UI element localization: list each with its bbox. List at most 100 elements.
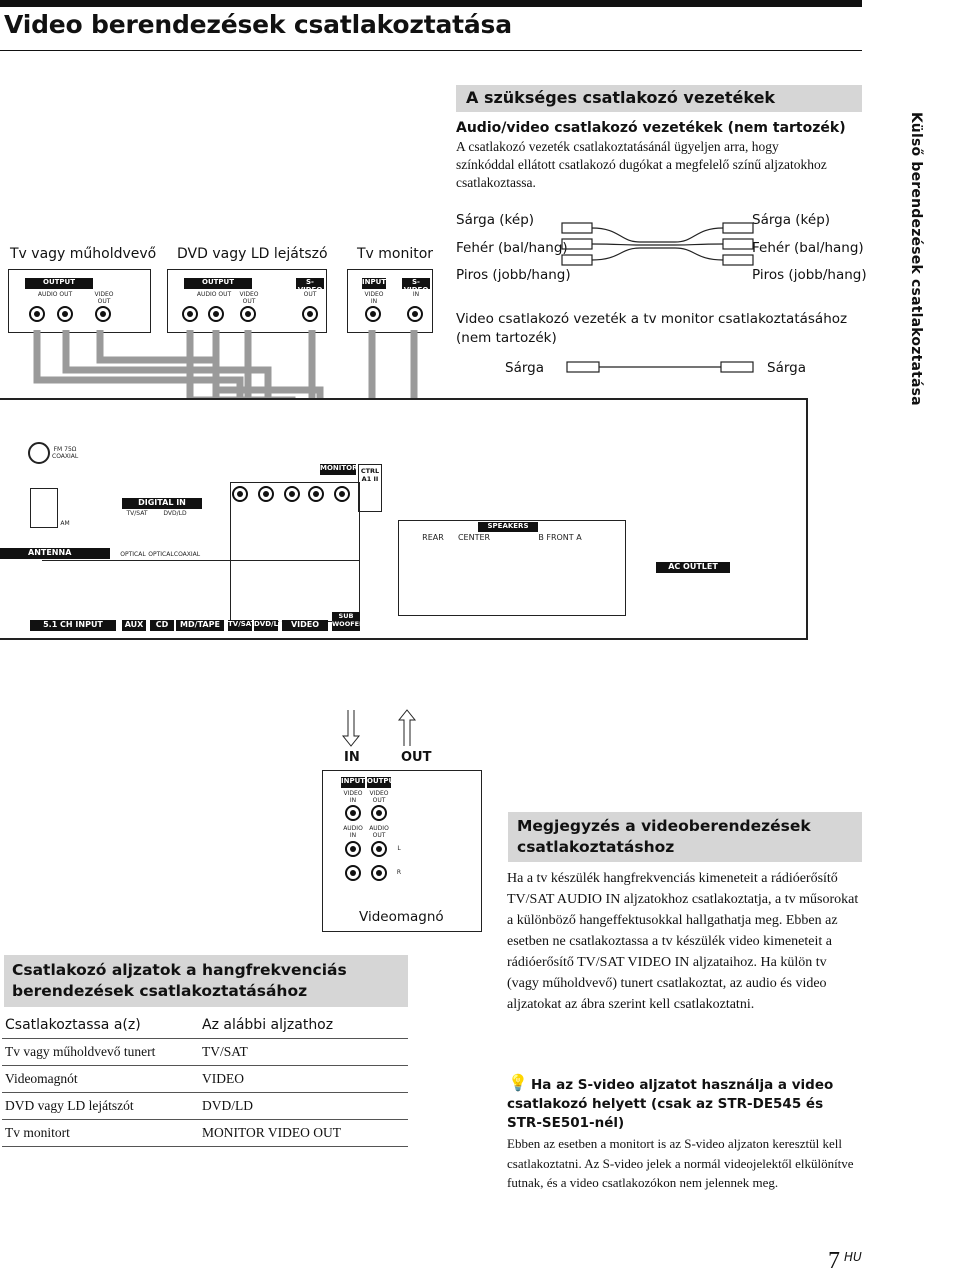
aux-label: AUX	[122, 620, 146, 631]
tv-tuner-panel: OUTPUT AUDIO OUT VIDEO OUT	[8, 269, 151, 333]
table-cell: Tv monitort	[2, 1119, 199, 1147]
note-body: Ha a tv készülék hangfrekvenciás kimenet…	[507, 871, 859, 1012]
rx-tvsat-video-in	[232, 486, 248, 502]
vcr-audio-out-l-jack	[371, 841, 387, 857]
label-video-left: Sárga	[505, 360, 544, 376]
table-cell: DVD vagy LD lejátszót	[2, 1092, 199, 1120]
vcr-label: Videomagnó	[359, 909, 444, 925]
note-heading: Megjegyzés a videoberendezések csatlakoz…	[508, 812, 862, 862]
table-header-row: Csatlakoztassa a(z) Az alábbi aljzathoz	[2, 1012, 408, 1039]
video-cable-title: Video csatlakozó vezeték a tv monitor cs…	[456, 311, 848, 346]
vcr-audio-in-label: AUDIO IN	[343, 825, 363, 839]
label-white-right: Fehér (bal/hang)	[752, 240, 864, 256]
table-row: DVD vagy LD lejátszót DVD/LD	[2, 1092, 408, 1120]
speakers-rear-label: REAR	[422, 533, 444, 542]
monitor-label: Tv monitor	[357, 246, 434, 262]
vcr-panel: INPUT OUTPUT VIDEO IN VIDEO OUT AUDIO IN…	[322, 770, 482, 932]
tv-video-out-label: VIDEO OUT	[94, 291, 114, 305]
av-cable-desc: A csatlakozó vezeték csatlakoztatásánál …	[456, 139, 827, 190]
coaxial-label: COAXIAL	[173, 551, 201, 558]
vcr-output-label: OUTPUT	[367, 777, 399, 788]
side-tab: Külső berendezések csatlakoztatása	[908, 112, 924, 406]
dvd-output-label: OUTPUT	[184, 278, 252, 289]
monitor-svideo-in-label: IN	[412, 291, 420, 298]
rx-monitor-out	[334, 486, 350, 502]
video-input-label: VIDEO	[282, 620, 328, 631]
tip-body: Ebben az esetben a monitort is az S-vide…	[507, 1136, 854, 1190]
label-red-right: Piros (jobb/hang)	[752, 267, 867, 283]
monitor-jack-label: MONITOR	[320, 464, 358, 475]
table-cell: DVD/LD	[199, 1092, 408, 1120]
tip-icon: 💡	[508, 1073, 528, 1092]
tv-tuner-label: Tv vagy műholdvevő	[10, 246, 157, 262]
tv-output-label: OUTPUT	[25, 278, 93, 289]
label-yellow-right: Sárga (kép)	[752, 212, 831, 228]
tip-heading: Ha az S-video aljzatot használja a video…	[507, 1077, 834, 1131]
label-yellow-left: Sárga (kép)	[456, 212, 535, 228]
am-terminal	[30, 488, 58, 528]
speakers-front-label: B FRONT A	[538, 533, 582, 542]
page-number: 7	[828, 1248, 840, 1274]
ch51-label: 5.1 CH INPUT	[30, 620, 116, 631]
optical-label-1: OPTICAL	[120, 551, 146, 558]
rx-dvd-video-in	[258, 486, 274, 502]
mdtape-label: MD/TAPE	[176, 620, 224, 631]
vcr-audio-out-r-jack	[371, 865, 387, 881]
vcr-video-out-jack	[371, 805, 387, 821]
cables-heading: A szükséges csatlakozó vezetékek	[456, 85, 862, 112]
monitor-video-in-label: VIDEO IN	[364, 291, 384, 305]
monitor-svideo-label: S-VIDEO	[402, 278, 430, 294]
dvd-audio-l-jack	[208, 306, 224, 322]
dvd-svideo-out-jack	[302, 306, 318, 322]
digital-tvsat-label: TV/SAT	[126, 510, 148, 517]
dvd-svideo-label: S-VIDEO	[296, 278, 324, 294]
tv-audio-l-jack	[57, 306, 73, 322]
page-lang: HU	[844, 1250, 862, 1264]
antenna-label: ANTENNA	[0, 548, 110, 559]
tv-audio-out-label: AUDIO OUT	[37, 291, 73, 298]
vcr-video-out-label: VIDEO OUT	[369, 790, 389, 804]
table-cell: TV/SAT	[199, 1038, 408, 1066]
dvd-label: DVD vagy LD lejátszó	[177, 246, 328, 262]
table-row: Tv monitort MONITOR VIDEO OUT	[2, 1119, 408, 1147]
vcr-input-label: INPUT	[341, 777, 365, 788]
speakers-center-label: CENTER	[457, 533, 491, 542]
audio-connection-table: Csatlakoztassa a(z) Az alábbi aljzathoz …	[2, 1012, 408, 1147]
label-video-right: Sárga	[767, 360, 806, 376]
optical-label-2: OPTICAL	[148, 551, 174, 558]
vcr-audio-in-r-jack	[345, 865, 361, 881]
tv-video-out-jack	[95, 306, 111, 322]
vcr-l-label: L	[397, 845, 401, 852]
av-cable-illustration	[561, 222, 754, 266]
cd-label: CD	[150, 620, 174, 631]
table-header-col2: Az alábbi aljzathoz	[199, 1012, 408, 1039]
table-cell: VIDEO	[199, 1065, 408, 1093]
digital-dvdld-label: DVD/LD	[163, 510, 187, 517]
dvdld-input-label: DVD/LD	[254, 620, 284, 631]
dvd-svideo-out-label: OUT	[303, 291, 317, 298]
rx-video-out	[284, 486, 300, 502]
table-header-col1: Csatlakoztassa a(z)	[2, 1012, 199, 1039]
speakers-block	[398, 520, 626, 616]
fm-label: FM 75Ω COAXIAL	[52, 446, 79, 460]
ctrl-a1-label: CTRL A1 II	[358, 464, 382, 512]
vcr-audio-in-l-jack	[345, 841, 361, 857]
monitor-svideo-in-jack	[407, 306, 423, 322]
receiver-rear-panel: FM 75Ω COAXIAL AM ANTENNA DIGITAL IN TV/…	[0, 398, 808, 640]
av-cable-title: Audio/video csatlakozó vezetékek (nem ta…	[456, 120, 846, 136]
video-cable-illustration	[566, 361, 754, 373]
digital-in-label: DIGITAL IN	[122, 498, 202, 509]
table-cell: Videomagnót	[2, 1065, 199, 1093]
monitor-panel: INPUT S-VIDEO VIDEO IN IN	[347, 269, 433, 333]
vcr-audio-out-label: AUDIO OUT	[369, 825, 389, 839]
signal-arrows	[341, 709, 417, 747]
monitor-input-label: INPUT	[362, 278, 386, 289]
vcr-video-in-jack	[345, 805, 361, 821]
vcr-r-label: R	[396, 869, 402, 876]
dvd-panel: OUTPUT S-VIDEO AUDIO OUT VIDEO OUT OUT	[167, 269, 327, 333]
vcr-video-in-label: VIDEO IN	[343, 790, 363, 804]
dvd-video-out-jack	[240, 306, 256, 322]
top-rule	[0, 0, 862, 7]
table-row: Videomagnót VIDEO	[2, 1065, 408, 1093]
dvd-audio-out-label: AUDIO OUT	[196, 291, 232, 298]
